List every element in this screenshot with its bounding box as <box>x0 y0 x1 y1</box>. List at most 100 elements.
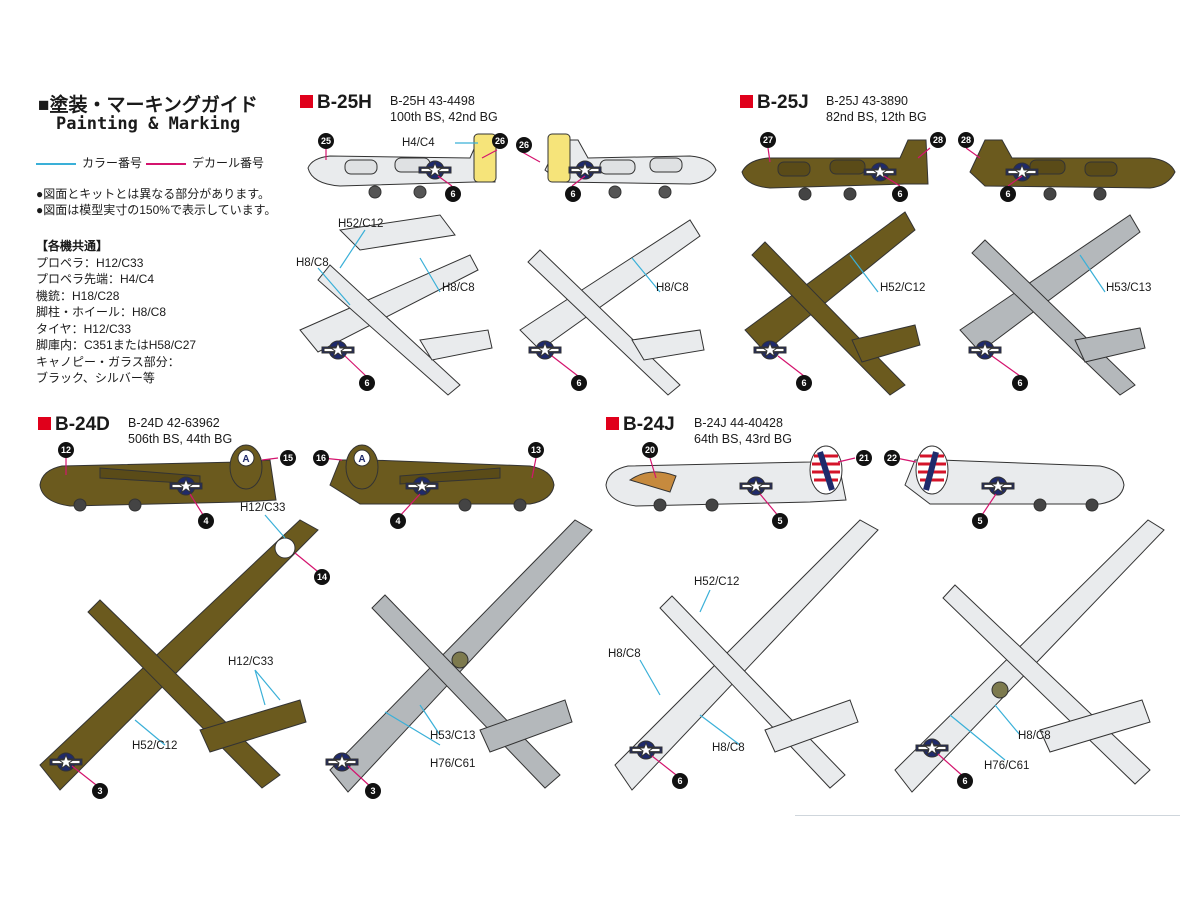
common-line: 脚柱・ホイール：H8/C8 <box>36 305 167 319</box>
color-label: H53/C13 <box>1106 282 1152 294</box>
serial-number: B-25J 43-3890 <box>826 94 909 108</box>
color-label: H52/C12 <box>338 218 384 230</box>
color-label: H76/C61 <box>984 760 1030 772</box>
section-title-b24j: B-24J <box>606 414 675 436</box>
decal-badge: 14 <box>314 569 330 585</box>
b24j-plan-1 <box>614 519 879 791</box>
unit-name: 82nd BS, 12th BG <box>826 110 927 124</box>
b25j-plan-1 <box>744 211 921 396</box>
legend-color: カラー番号 <box>36 154 142 171</box>
decal-badge: 6 <box>892 186 908 202</box>
red-square-icon <box>38 417 51 430</box>
color-leader-lines <box>134 142 1106 761</box>
note-1: ●図面とキットとは異なる部分があります。 <box>36 187 271 201</box>
red-square-icon <box>740 95 753 108</box>
section-title-text: B-25J <box>757 92 809 113</box>
decal-badge: 6 <box>571 375 587 391</box>
legend-decal: デカール番号 <box>146 154 264 171</box>
red-square-icon <box>606 417 619 430</box>
decal-badge: 28 <box>958 132 974 148</box>
section-title-b25j: B-25J <box>740 92 809 114</box>
section-title-text: B-25H <box>317 92 372 113</box>
b24j-side-right <box>904 445 1125 512</box>
decal-badge: 4 <box>390 513 406 529</box>
color-label: H53/C13 <box>430 730 476 742</box>
b24d-side-right: A <box>329 444 555 512</box>
section-sub-b25j: B-25J 43-3890 82nd BS, 12th BG <box>826 93 927 125</box>
b24j-side-left <box>605 445 847 512</box>
decal-badge: 28 <box>930 132 946 148</box>
svg-text:A: A <box>242 454 249 465</box>
decal-badge: 13 <box>528 442 544 458</box>
b24j-plan-2 <box>894 519 1165 793</box>
serial-number: B-25H 43-4498 <box>390 94 475 108</box>
color-label: H12/C33 <box>228 656 274 668</box>
color-label: H8/C8 <box>442 282 475 294</box>
decal-badge: 6 <box>957 773 973 789</box>
divider <box>795 815 1180 816</box>
section-title-text: B-24J <box>623 414 675 435</box>
color-label: H52/C12 <box>132 740 178 752</box>
section-sub-b24d: B-24D 42-63962 506th BS, 44th BG <box>128 415 232 447</box>
decal-badge: 4 <box>198 513 214 529</box>
decal-badge: 26 <box>492 133 508 149</box>
decal-badge: 5 <box>972 513 988 529</box>
section-sub-b24j: B-24J 44-40428 64th BS, 43rd BG <box>694 415 792 447</box>
b25h-side-right <box>544 133 717 199</box>
decal-badge: 6 <box>359 375 375 391</box>
svg-text:A: A <box>358 454 365 465</box>
legend-decal-label: デカール番号 <box>192 156 265 170</box>
notes: ●図面とキットとは異なる部分があります。 ●図面は模型実寸の150%で表示してい… <box>36 186 276 218</box>
section-title-b25h: B-25H <box>300 92 372 114</box>
common-line: タイヤ：H12/C33 <box>36 321 132 336</box>
section-title-text: B-24D <box>55 414 110 435</box>
unit-name: 100th BS, 42nd BG <box>390 110 498 124</box>
note-2: ●図面は模型実寸の150%で表示しています。 <box>36 203 277 217</box>
common-heading: 【各機共通】 <box>36 239 109 253</box>
page-title: ■塗装・マーキングガイド <box>38 95 258 116</box>
b25j-plan-2 <box>959 214 1146 396</box>
color-label: H52/C12 <box>694 576 740 588</box>
b25j-side-left <box>741 139 929 201</box>
decal-line-swatch <box>146 162 186 165</box>
serial-number: B-24J 44-40428 <box>694 416 783 430</box>
decal-badge: 6 <box>1000 186 1016 202</box>
decal-badge: 6 <box>445 186 461 202</box>
decal-badge: 5 <box>772 513 788 529</box>
color-line-swatch <box>36 162 76 165</box>
section-sub-b25h: B-25H 43-4498 100th BS, 42nd BG <box>390 93 498 125</box>
color-label: H4/C4 <box>402 137 435 149</box>
color-label: H8/C8 <box>608 648 641 660</box>
decal-badge: 6 <box>672 773 688 789</box>
color-label: H52/C12 <box>880 282 926 294</box>
decal-badge: 21 <box>856 450 872 466</box>
unit-name: 506th BS, 44th BG <box>128 432 233 446</box>
decal-badge: 16 <box>313 450 329 466</box>
decal-badge: 12 <box>58 442 74 458</box>
common-line: プロペラ：H12/C33 <box>36 255 144 270</box>
color-label: H8/C8 <box>656 282 689 294</box>
decal-badge: 27 <box>760 132 776 148</box>
common-line: ブラック、シルバー等 <box>36 371 155 385</box>
color-label: H12/C33 <box>240 502 286 514</box>
decal-badge: 3 <box>365 783 381 799</box>
decal-badge: 6 <box>1012 375 1028 391</box>
common-line: プロペラ先端：H4/C4 <box>36 272 155 286</box>
decal-badge: 6 <box>796 375 812 391</box>
common-line: キャノピー・ガラス部分： <box>36 354 180 369</box>
decal-badge: 15 <box>280 450 296 466</box>
page-subtitle: Painting & Marking <box>56 114 241 134</box>
unit-name: 64th BS, 43rd BG <box>694 432 792 446</box>
section-title-b24d: B-24D <box>38 414 110 436</box>
decal-badge: 6 <box>565 186 581 202</box>
color-label: H8/C8 <box>296 257 329 269</box>
decal-badge: 20 <box>642 442 658 458</box>
common-specs: 【各機共通】 プロペラ：H12/C33 プロペラ先端：H4/C4 機銃：H18/… <box>36 238 196 387</box>
decal-badge: 26 <box>516 137 532 153</box>
decal-badge: 22 <box>884 450 900 466</box>
b24d-plan-olive <box>39 519 319 791</box>
red-square-icon <box>300 95 313 108</box>
common-line: 機銃：H18/C28 <box>36 288 120 303</box>
decal-badge: 25 <box>318 133 334 149</box>
